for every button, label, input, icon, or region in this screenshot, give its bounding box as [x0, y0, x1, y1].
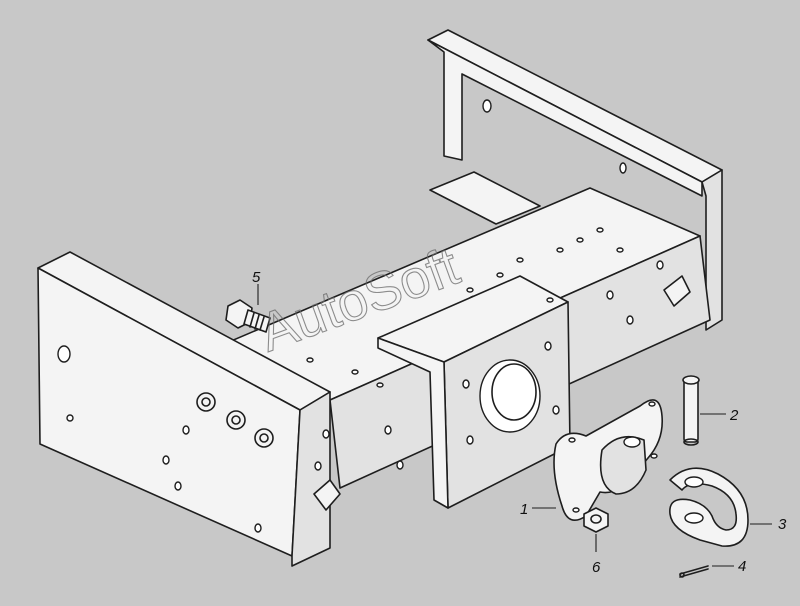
callout-5: 5 [252, 269, 261, 286]
part-6-nut [583, 507, 609, 552]
callout-3: 3 [778, 516, 787, 533]
part-5-bolt [225, 284, 271, 333]
part-1-tow-hitch [532, 399, 664, 522]
part-4-cotter-pin [679, 565, 734, 578]
callout-1: 1 [520, 501, 528, 518]
part-3-shackle [669, 467, 772, 547]
callout-6: 6 [592, 559, 601, 576]
part-2-pin [682, 375, 726, 446]
left-side-rail [37, 251, 691, 567]
rail-mount-nuts [196, 392, 274, 448]
callout-4: 4 [738, 558, 746, 575]
center-reinforcement-plate [377, 275, 571, 509]
callout-2: 2 [729, 407, 739, 424]
